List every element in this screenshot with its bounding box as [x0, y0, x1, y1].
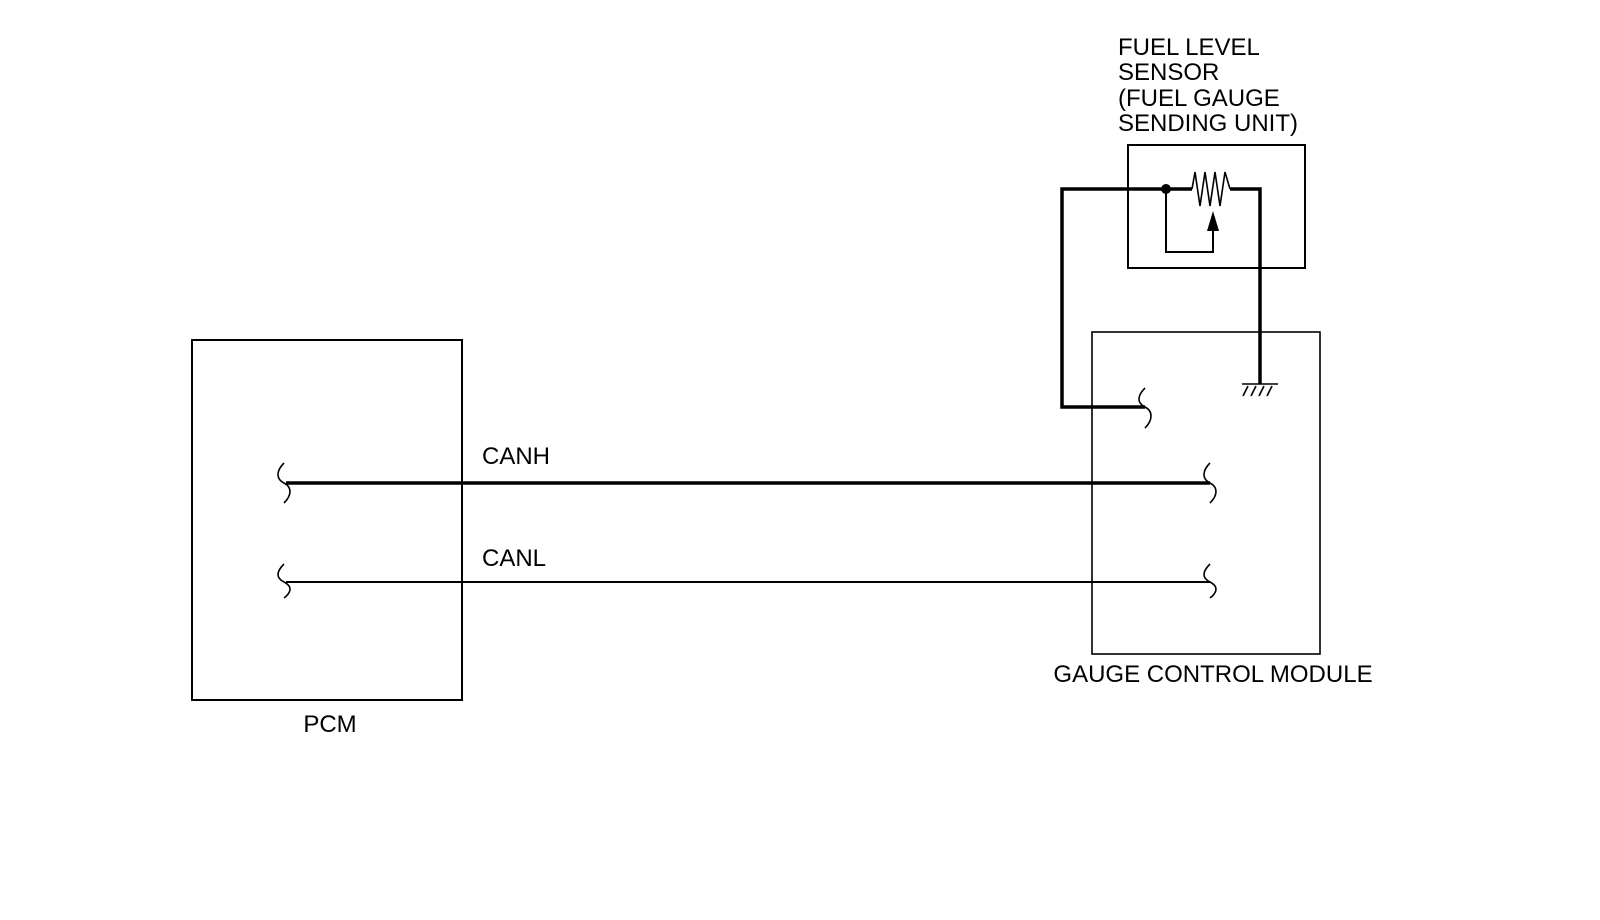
- gauge-control-module-label: GAUGE CONTROL MODULE: [1053, 661, 1372, 688]
- fuel-level-sensor-box: [1127, 144, 1306, 269]
- pcm-label: PCM: [303, 711, 356, 738]
- ground-icon: [1242, 383, 1278, 397]
- pcm-canh-connector-symbol: [277, 462, 291, 504]
- gcm-canl-connector-symbol: [1203, 563, 1217, 599]
- gauge-control-module-box: [1091, 331, 1321, 655]
- fuel-sensor-ground-wire: [1230, 187, 1262, 384]
- pcm-box: [191, 339, 463, 701]
- canl-label: CANL: [482, 545, 546, 572]
- fuel-sensor-signal-wire: [1060, 187, 1166, 409]
- fuel-level-sensor-label: FUEL LEVEL SENSOR (FUEL GAUGE SENDING UN…: [1118, 34, 1298, 137]
- gcm-canh-connector-symbol: [1203, 462, 1217, 504]
- canh-label: CANH: [482, 443, 550, 470]
- pcm-canl-connector-symbol: [277, 563, 291, 599]
- gcm-sensor-connector-symbol: [1138, 387, 1152, 429]
- wiper-arrow-icon: [1207, 211, 1219, 231]
- variable-resistor-icon: [1161, 171, 1231, 253]
